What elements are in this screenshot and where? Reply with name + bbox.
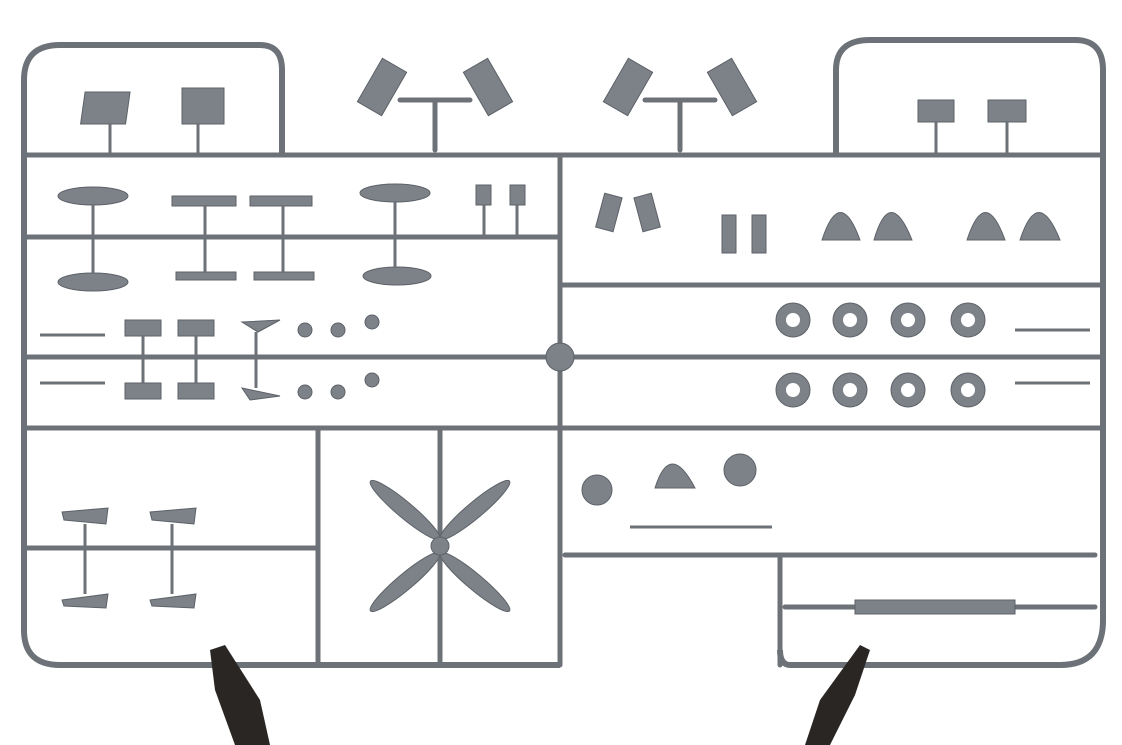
sprue-hub <box>545 342 575 372</box>
display-stands <box>210 645 870 745</box>
stand-clip-right <box>805 645 870 745</box>
stand-clip-left <box>210 645 270 745</box>
wheels <box>775 302 986 408</box>
parts-top <box>80 57 1027 155</box>
parts-upper-right <box>595 192 1061 254</box>
parts-lower <box>61 453 1016 615</box>
parts-middle-left <box>40 314 1090 401</box>
parts-upper-left <box>57 183 526 292</box>
sprue-frame <box>21 37 1106 668</box>
propeller <box>369 479 511 613</box>
